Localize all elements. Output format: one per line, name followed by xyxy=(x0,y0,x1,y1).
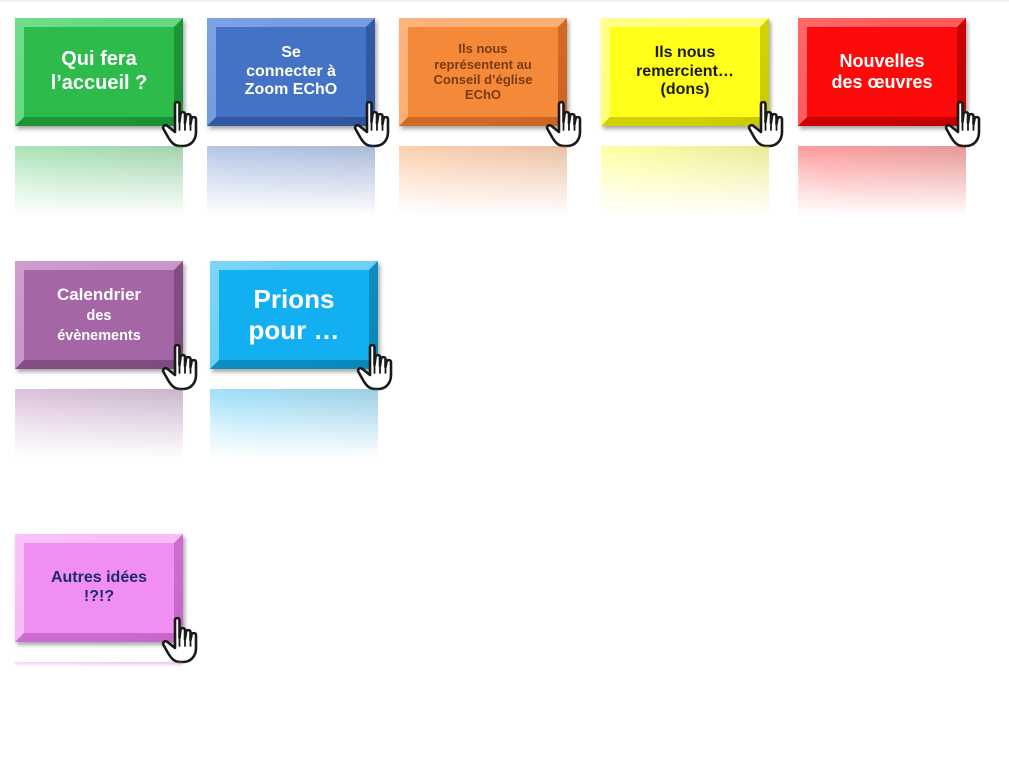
bevel-frame xyxy=(15,261,183,369)
pointing-hand-icon xyxy=(161,343,213,393)
pointing-hand-icon xyxy=(161,100,213,150)
pointing-hand-icon xyxy=(944,100,996,150)
bevel-frame xyxy=(207,18,375,126)
pointing-hand-icon xyxy=(747,100,799,150)
pointing-hand-icon xyxy=(353,100,405,150)
bevel-frame xyxy=(210,261,378,369)
pointing-hand-icon xyxy=(161,616,213,666)
button-reflection xyxy=(798,146,966,254)
bevel-frame xyxy=(15,534,183,642)
top-border xyxy=(0,0,1009,2)
button-reflection xyxy=(15,662,183,770)
pointing-hand-icon xyxy=(545,100,597,150)
tile-autres: Autres idées!?!? xyxy=(15,534,198,770)
button-reflection xyxy=(15,146,183,254)
button-label: Autres idées!?!? xyxy=(24,543,174,633)
bevel-frame xyxy=(798,18,966,126)
autres-idees-button[interactable]: Autres idées!?!? xyxy=(15,534,198,664)
bevel-frame xyxy=(15,18,183,126)
button-reflection xyxy=(207,146,375,254)
button-reflection xyxy=(399,146,567,254)
button-reflection xyxy=(601,146,769,254)
bevel-frame xyxy=(601,18,769,126)
button-reflection xyxy=(210,389,378,497)
pointing-hand-icon xyxy=(356,343,408,393)
bevel-frame xyxy=(399,18,567,126)
button-reflection xyxy=(15,389,183,497)
